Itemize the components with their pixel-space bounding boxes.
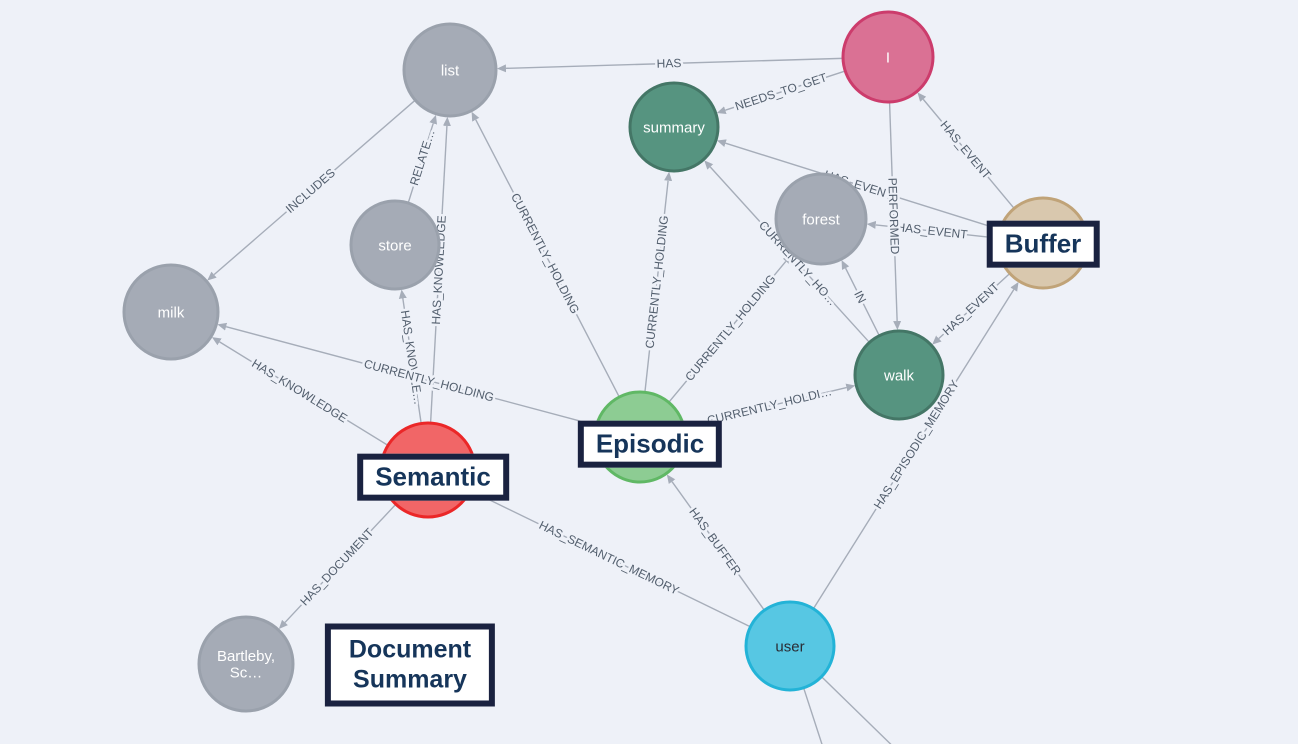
caption-semantic: Semantic (357, 453, 509, 501)
edge-walk-forest[interactable] (841, 260, 880, 336)
edge-buffer-summary[interactable] (716, 139, 1000, 230)
edge-I-list[interactable] (496, 57, 843, 73)
edge-episodic-milk[interactable] (217, 322, 596, 426)
edge-store-list[interactable] (407, 114, 438, 203)
edge-semantic-bartleby[interactable] (278, 504, 396, 629)
edge-label-CURRENTLY_HOLDING[interactable]: CURRENTLY_HOLDING (640, 212, 674, 352)
edge-label-RELATE…[interactable]: RELATE… (405, 125, 441, 189)
edge-label-HAS_KNOWLE…[interactable]: HAS_KNOWLE… (395, 307, 428, 408)
edge-label-IN[interactable]: IN (849, 286, 872, 308)
node-summary[interactable]: summary (628, 81, 720, 173)
caption-document-summary: Document Summary (324, 623, 496, 707)
caption-episodic: Episodic (577, 420, 723, 468)
edge-buffer-walk[interactable] (932, 273, 1010, 345)
edge-label-HAS_BUFFER[interactable]: HAS_BUFFER (684, 503, 747, 581)
edge-episodic-walk[interactable] (684, 383, 856, 427)
edge-label-HAS_KNOWLEDGE[interactable]: HAS_KNOWLEDGE (247, 354, 352, 428)
edge-label-HAS_EVENT[interactable]: HAS_EVENT (935, 116, 997, 185)
edge-I-walk[interactable] (888, 102, 902, 331)
edge-label-NEEDS_TO_GET[interactable]: NEEDS_TO_GET (731, 68, 832, 116)
edge-label-HAS_EVENT[interactable]: HAS_EVENT (893, 218, 971, 245)
edge-label-INCLUDES[interactable]: INCLUDES (280, 163, 340, 218)
node-user[interactable]: user (744, 600, 836, 692)
edge-label-HAS_SEMANTIC_MEMORY[interactable]: HAS_SEMANTIC_MEMORY (534, 515, 683, 600)
edge-label-CURRENTLY_HOLDI…[interactable]: CURRENTLY_HOLDI… (703, 382, 836, 430)
edge-buffer-forest[interactable] (866, 220, 998, 239)
edge-walk-summary[interactable] (704, 160, 870, 343)
edge-semantic-list[interactable] (429, 116, 451, 423)
edge-buffer-I[interactable] (917, 92, 1015, 209)
node-bartleby[interactable]: Bartleby,Sc… (197, 615, 295, 713)
node-walk[interactable]: walk (853, 329, 945, 421)
edge-I-summary[interactable] (716, 70, 845, 115)
edge-episodic-list[interactable] (471, 111, 620, 397)
node-store[interactable]: store (349, 199, 441, 291)
node-list[interactable]: list (402, 22, 498, 118)
edge-user-episodic[interactable] (666, 474, 765, 610)
edge-semantic-milk[interactable] (211, 337, 388, 446)
edge-label-HAS[interactable]: HAS (654, 53, 684, 73)
edge-user-buffer[interactable] (813, 281, 1019, 609)
edge-list-milk[interactable] (207, 100, 415, 281)
edge-user-semantic[interactable] (471, 490, 750, 627)
edge-label-HAS_DOCUMENT[interactable]: HAS_DOCUMENT (295, 522, 380, 610)
node-forest[interactable]: forest (774, 172, 868, 266)
caption-buffer: Buffer (986, 220, 1100, 268)
edge-user-offscreen[interactable] (821, 676, 941, 744)
edge-user-offscreen[interactable] (803, 688, 842, 744)
edge-episodic-forest[interactable] (668, 254, 792, 403)
edge-label-HAS_EVENT[interactable]: HAS_EVENT (937, 277, 1005, 341)
node-I[interactable]: I (841, 10, 935, 104)
edge-label-CURRENTLY_HOLDING[interactable]: CURRENTLY_HOLDING (360, 354, 498, 407)
edge-semantic-store[interactable] (398, 289, 422, 423)
edge-label-CURRENTLY_HOLDING[interactable]: CURRENTLY_HOLDING (680, 269, 781, 386)
edge-label-PERFORMED[interactable]: PERFORMED (883, 175, 905, 257)
edge-episodic-summary[interactable] (644, 171, 673, 392)
node-milk[interactable]: milk (122, 263, 220, 361)
edge-label-CURRENTLY_HOLDING[interactable]: CURRENTLY_HOLDING (506, 188, 585, 318)
edge-lines (207, 57, 1019, 744)
